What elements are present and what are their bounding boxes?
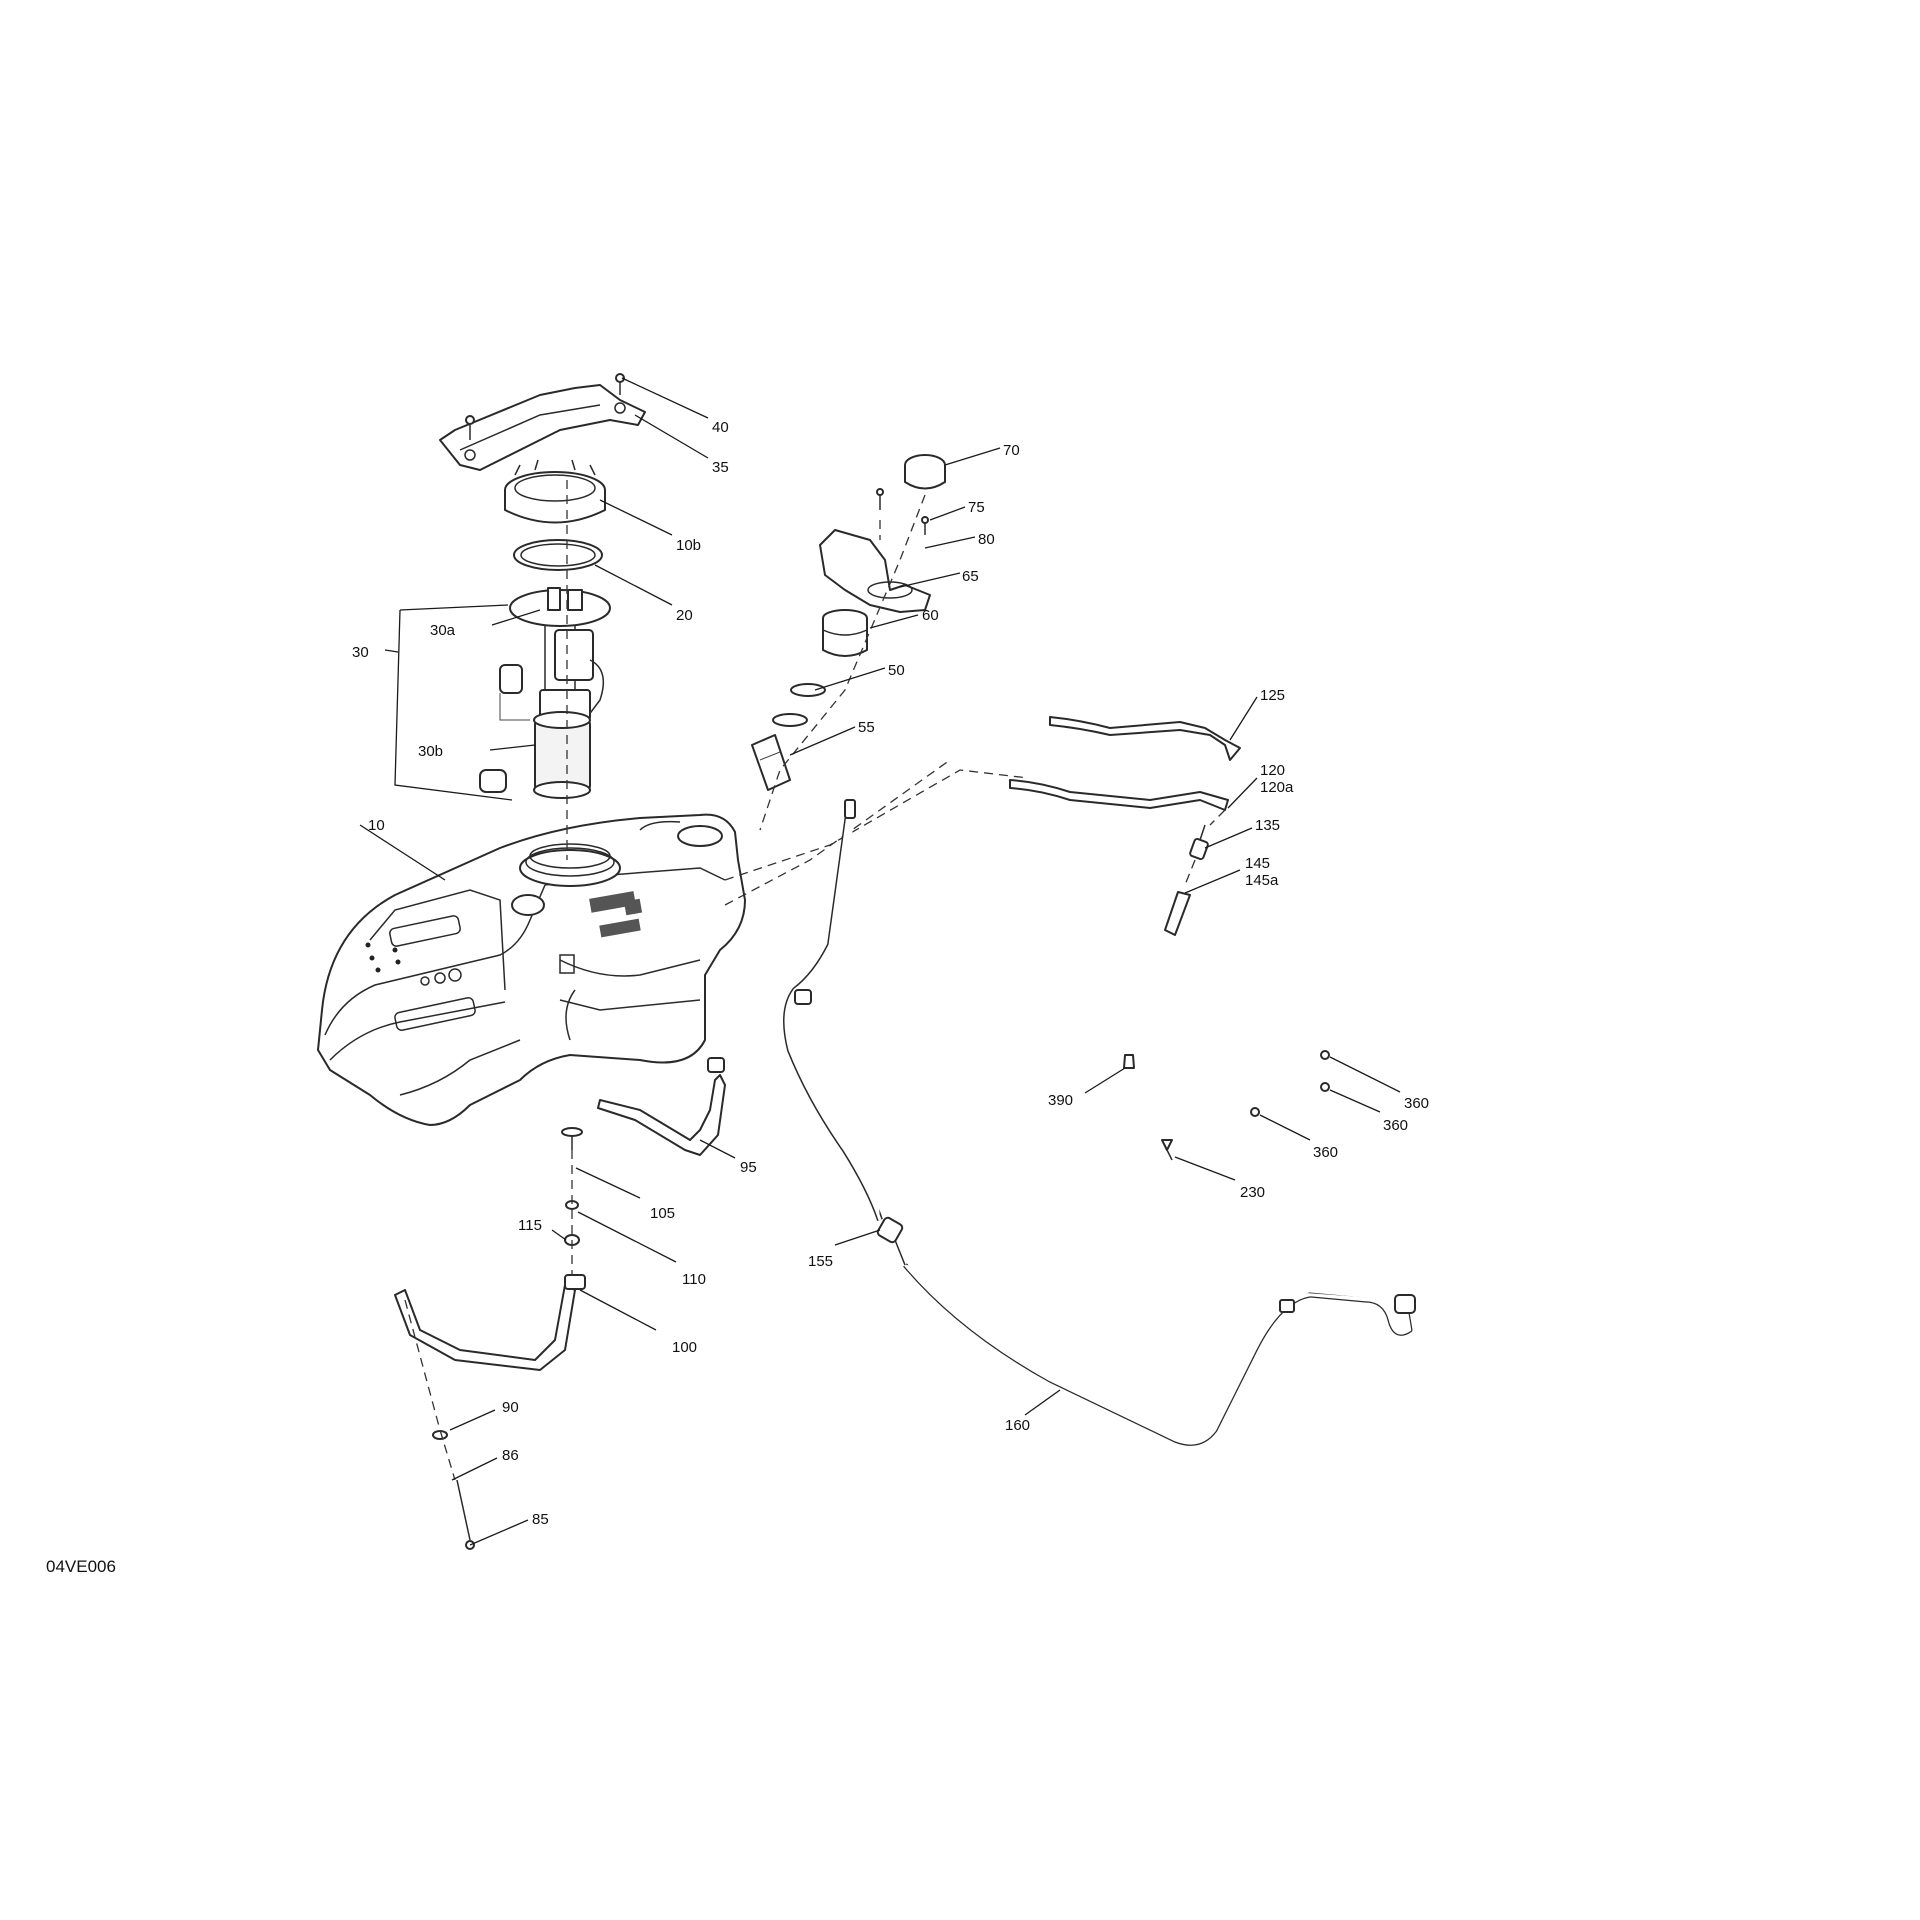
callout-60: 60 (922, 607, 939, 624)
washer (561, 1127, 583, 1150)
callout-135: 135 (1255, 817, 1280, 834)
callout-125: 125 (1260, 687, 1285, 704)
callout-30: 30 (352, 644, 369, 661)
screw (876, 488, 929, 535)
callout-35: 35 (712, 459, 729, 476)
tank-strap (394, 1274, 586, 1371)
check-valve (1189, 824, 1209, 861)
callout-160: 160 (1005, 1417, 1030, 1434)
callout-10b: 10b (676, 537, 701, 554)
callout-115: 115 (518, 1217, 542, 1234)
callout-360: 360 (1383, 1117, 1408, 1134)
screw (465, 373, 625, 440)
callout-390: 390 (1048, 1092, 1073, 1109)
callout-145a: 145a (1245, 872, 1279, 889)
callout-30a: 30a (430, 622, 456, 639)
callout-50: 50 (888, 662, 905, 679)
filler-neck (822, 609, 868, 657)
filler-housing (819, 529, 931, 613)
fuel-cap (904, 454, 946, 490)
callout-145: 145 (1245, 855, 1270, 872)
clamp (772, 683, 826, 727)
callout-75: 75 (968, 499, 985, 516)
ring-nut (504, 459, 606, 524)
callout-100: 100 (672, 1339, 697, 1356)
callout-86: 86 (502, 1447, 519, 1464)
callout-80: 80 (978, 531, 995, 548)
callout-70: 70 (1003, 442, 1020, 459)
nut (564, 1200, 580, 1246)
callout-155: 155 (808, 1253, 833, 1270)
callout-85: 85 (532, 1511, 549, 1528)
fuel-line (783, 799, 1416, 1446)
callout-120: 120 (1260, 762, 1285, 779)
vent-tube (1009, 779, 1229, 811)
callout-55: 55 (858, 719, 875, 736)
pump-bracket (439, 384, 646, 471)
callout-90: 90 (502, 1399, 519, 1416)
callout-95: 95 (740, 1159, 757, 1176)
callout-labels: 40 35 10b 20 30 30a 30b 10 70 75 80 65 6… (46, 419, 1429, 1576)
tank-strap (597, 1057, 726, 1156)
callout-40: 40 (712, 419, 729, 436)
callout-leaders (359, 377, 1401, 1546)
filler-hose (751, 734, 791, 791)
reference-code: 04VE006 (46, 1557, 116, 1576)
callout-120a: 120a (1260, 779, 1294, 796)
pump-seal (513, 539, 603, 571)
callout-360: 360 (1313, 1144, 1338, 1161)
callout-30b: 30b (418, 743, 443, 760)
quick-connector (876, 1216, 906, 1266)
callout-65: 65 (962, 568, 979, 585)
callout-10: 10 (368, 817, 385, 834)
fuel-tank (317, 813, 746, 1126)
callout-20: 20 (676, 607, 693, 624)
fuel-pump-module (479, 587, 611, 799)
callout-230: 230 (1240, 1184, 1265, 1201)
screw (1123, 1050, 1330, 1161)
callout-105: 105 (650, 1205, 675, 1222)
callout-110: 110 (682, 1271, 706, 1288)
callout-360: 360 (1404, 1095, 1429, 1112)
bolt (432, 1430, 475, 1550)
vent-hose (1049, 716, 1241, 761)
vent-line (1164, 891, 1191, 936)
